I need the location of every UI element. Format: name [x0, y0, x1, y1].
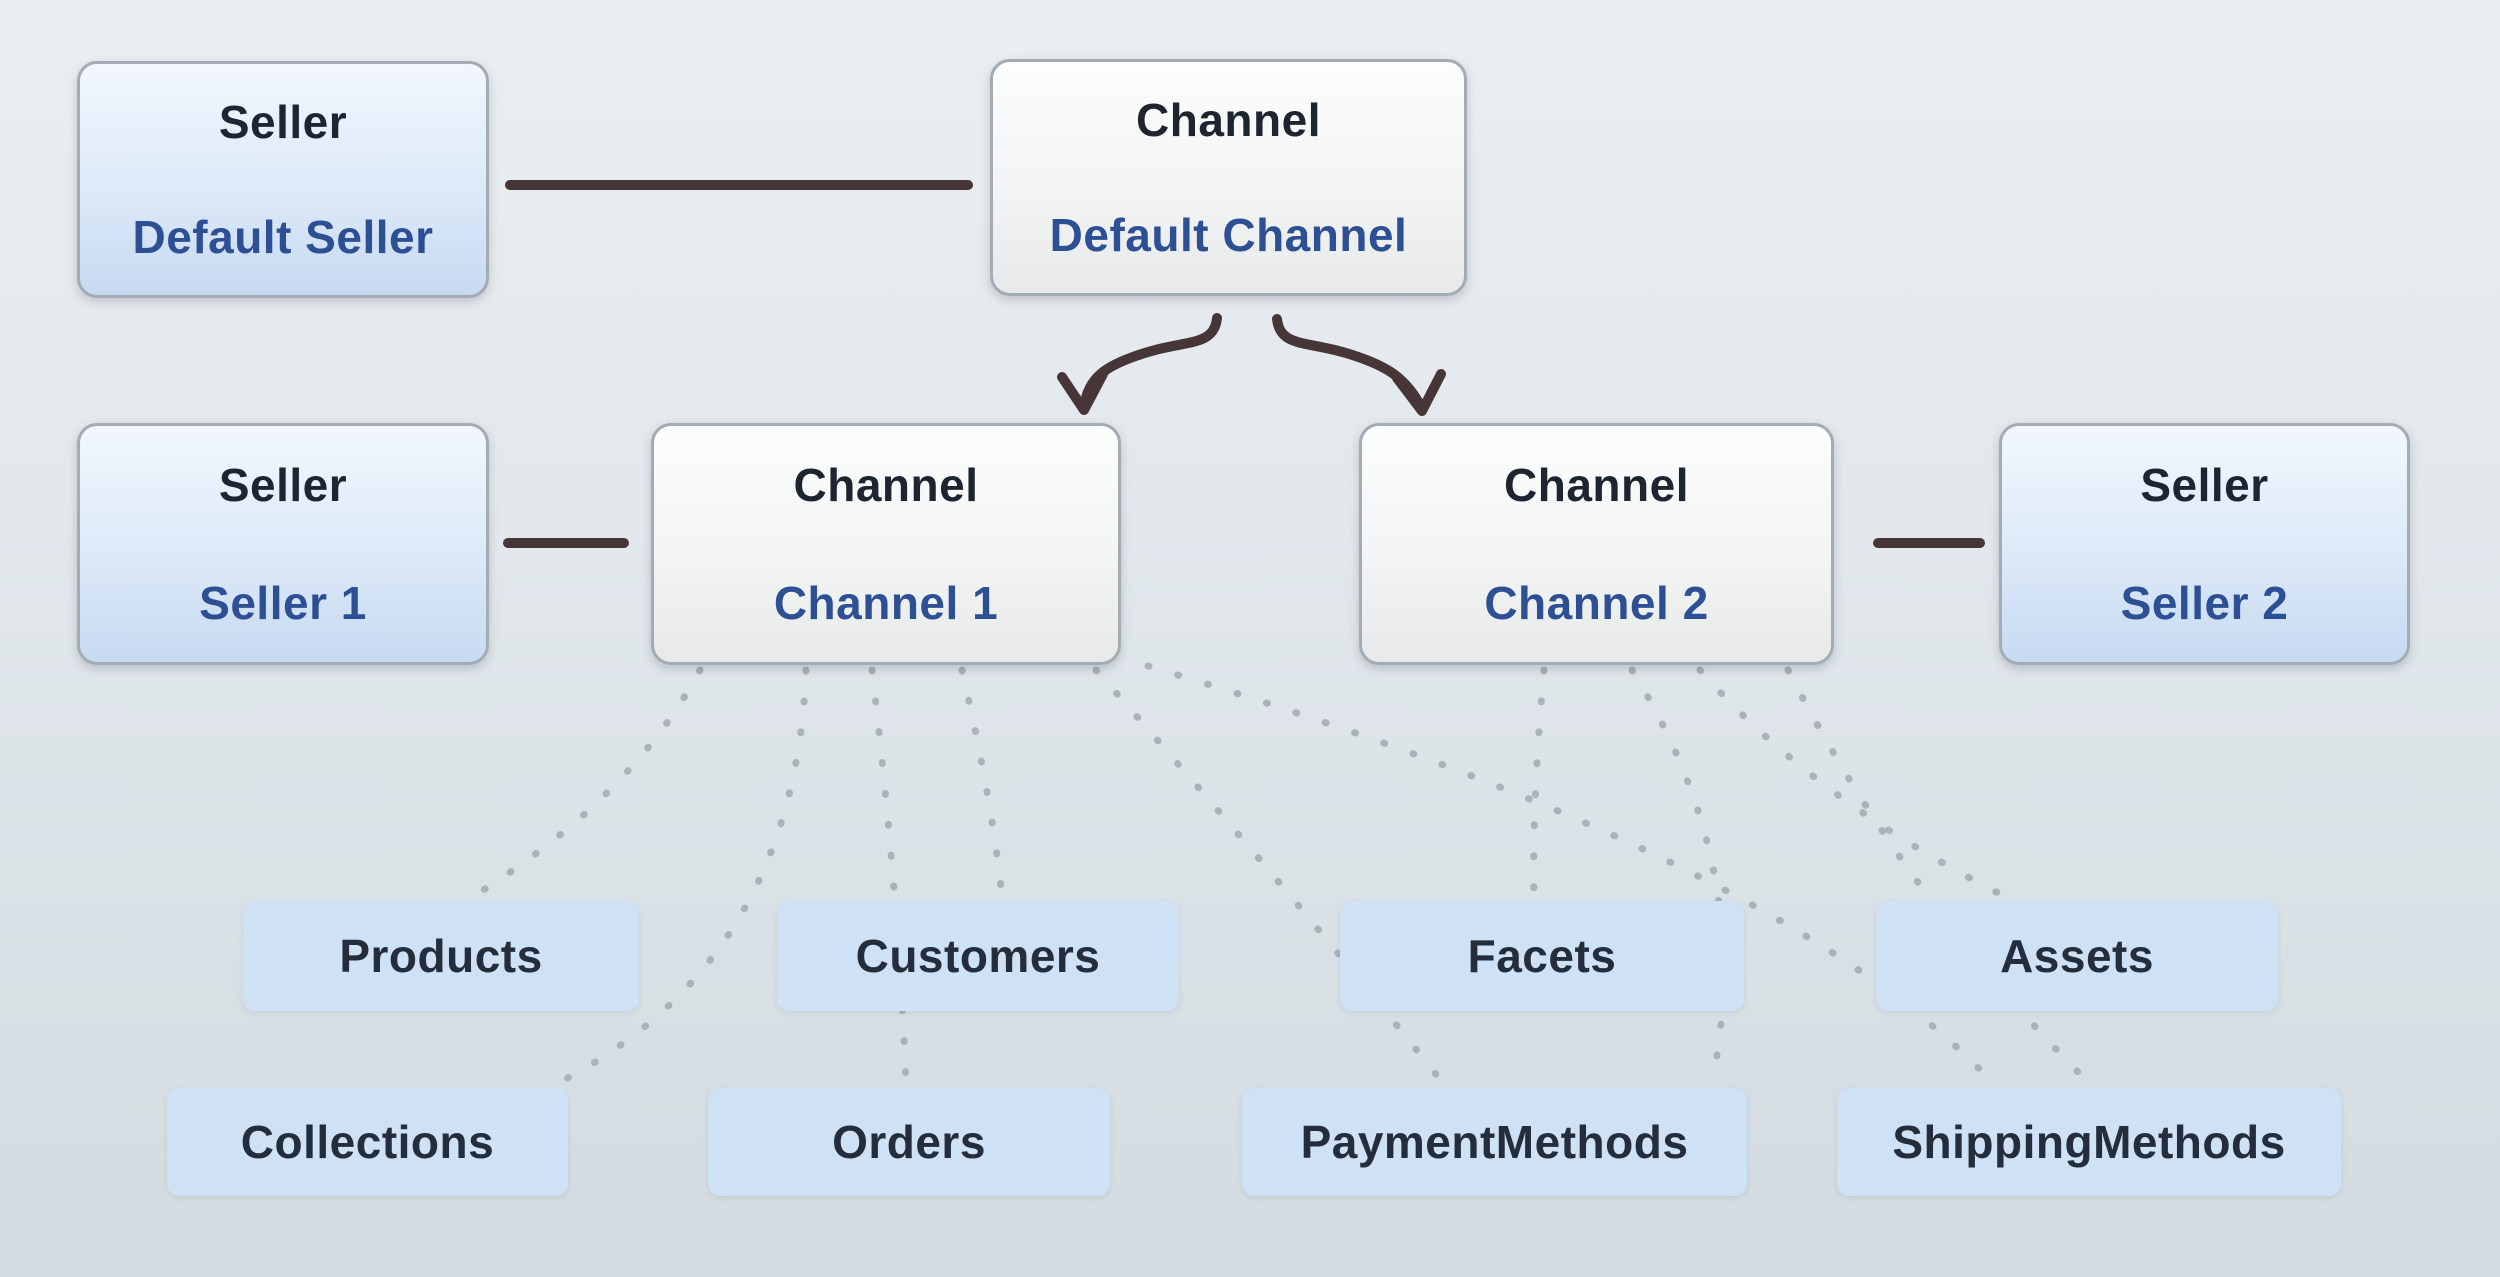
node-name-label: Channel 1 — [773, 577, 999, 629]
node-type-label: Seller — [218, 95, 348, 148]
entity-facets: Facets — [1340, 901, 1744, 1011]
node-type-label: Channel — [1504, 459, 1689, 511]
entity-customers: Customers — [777, 901, 1179, 1011]
entity-shipping-methods: ShippingMethods — [1837, 1088, 2341, 1196]
entity-products: Products — [243, 901, 639, 1011]
solid-connectors — [503, 180, 1985, 548]
edge-channel1-products — [468, 666, 704, 901]
edge-channel2-assets — [1696, 666, 2010, 901]
entity-label: Customers — [855, 930, 1101, 982]
node-default-channel: Channel Default Channel — [990, 59, 1467, 296]
edge-channel1-customers — [958, 666, 1006, 901]
arrow-curve-left — [1080, 313, 1222, 407]
edge-channel2-shipping-methods — [1784, 666, 2092, 1086]
node-name-label: Channel 2 — [1484, 577, 1709, 629]
entity-label: ShippingMethods — [1892, 1116, 2286, 1168]
arrow-default-channel-to-channel1 — [1057, 313, 1222, 415]
node-name-label: Seller 1 — [199, 577, 367, 629]
node-channel-2: Channel Channel 2 — [1359, 423, 1834, 665]
dotted-edges — [468, 662, 2092, 1086]
edge-channel1-shipping-methods — [1144, 662, 1996, 1086]
node-channel-1: Channel Channel 1 — [651, 423, 1121, 665]
node-name-label: Default Seller — [132, 211, 434, 264]
arrow-curve-right — [1272, 314, 1424, 408]
entity-collections: Collections — [167, 1088, 568, 1196]
node-seller-1: Seller Seller 1 — [77, 423, 489, 665]
entity-orders: Orders — [708, 1088, 1110, 1196]
arrow-default-channel-to-channel2 — [1272, 314, 1446, 416]
node-seller-2: Seller Seller 2 — [1999, 423, 2410, 665]
node-name-label: Seller 2 — [2120, 577, 2289, 629]
edge-channel2-facets — [1530, 666, 1548, 901]
entity-label: PaymentMethods — [1300, 1116, 1689, 1168]
node-name-label: Default Channel — [1049, 209, 1408, 262]
entity-label: Orders — [832, 1116, 986, 1168]
entity-label: Products — [339, 930, 543, 982]
node-type-label: Channel — [793, 459, 979, 511]
node-type-label: Seller — [218, 459, 348, 511]
entity-payment-methods: PaymentMethods — [1242, 1088, 1747, 1196]
entity-label: Assets — [2000, 930, 2154, 982]
edge-channel1-orders — [868, 666, 910, 1086]
node-type-label: Seller — [2140, 459, 2269, 511]
edge-channel1-payment-methods — [1092, 666, 1446, 1086]
arrow-head-right — [1392, 369, 1446, 416]
edge-channel2-payment-methods — [1628, 666, 1728, 1086]
entity-assets: Assets — [1876, 901, 2278, 1011]
arrow-head-left — [1057, 369, 1108, 415]
entity-label: Collections — [240, 1116, 495, 1168]
edge-channel1-collections — [556, 666, 810, 1086]
node-default-seller: Seller Default Seller — [77, 61, 489, 298]
node-type-label: Channel — [1136, 93, 1321, 146]
entity-label: Facets — [1467, 930, 1617, 982]
